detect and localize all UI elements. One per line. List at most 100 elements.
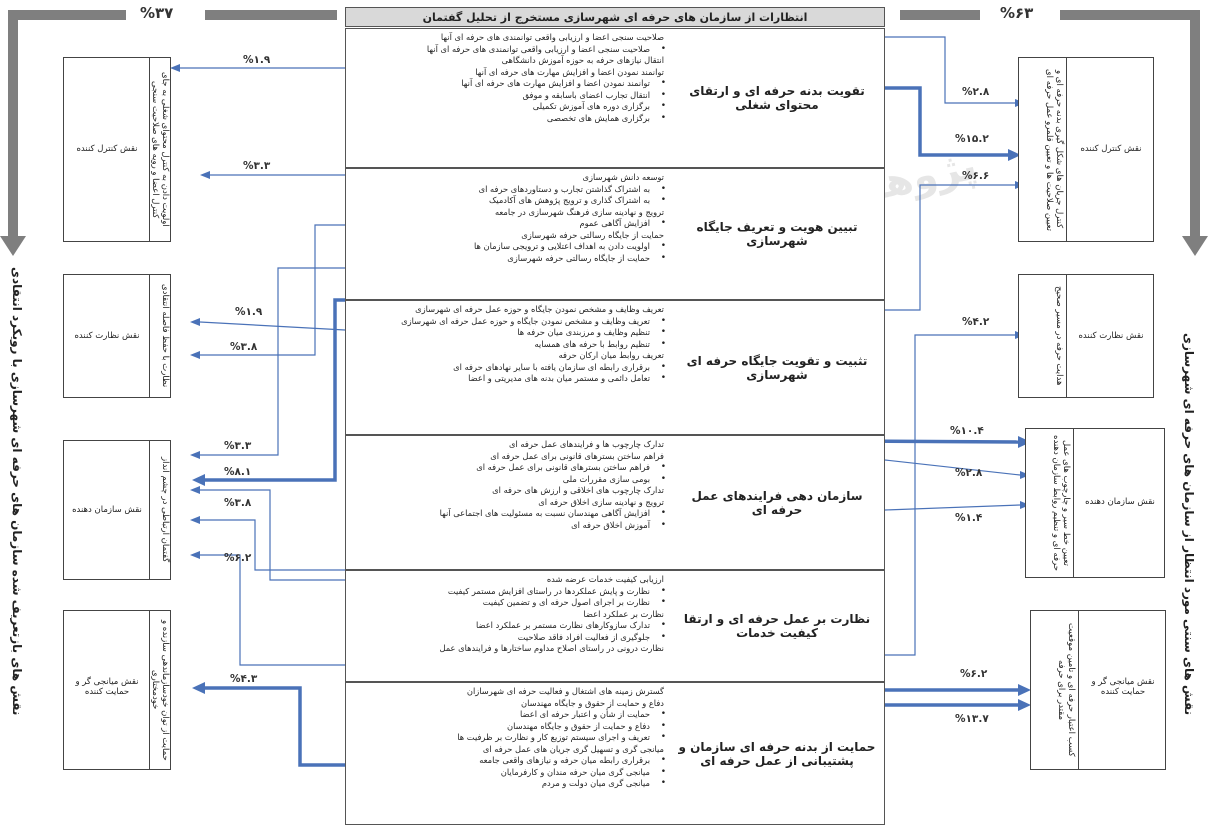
left-pct: %۳.۳ — [243, 160, 271, 172]
section-title: سازمان دهی فرایندهای عمل حرفه ای — [691, 488, 863, 517]
right-pct: %۱۰.۴ — [950, 425, 984, 437]
right-role-desc: کسب اعتبار حرفه ای و تامین موقعیت مقتدر … — [1031, 611, 1079, 769]
top-left-bar — [8, 10, 126, 20]
left-role-controller: اولویت دادن به کنترل محتوای شغلی به جای … — [63, 57, 171, 242]
right-role-supervisor: هدایت حرفه در مسیر صحیح نقش نظارت کننده — [1018, 274, 1154, 398]
sub-item: برقراری رابطه میان حرفه و نیازهای واقعی … — [346, 755, 666, 767]
left-pct: %۳.۸ — [224, 497, 252, 509]
main-item: تدارک چارچوب های اخلاقی و ارزش های حرفه … — [492, 485, 664, 495]
main-item: تدارک چارچوب ها و فرایندهای عمل حرفه ای — [508, 439, 664, 449]
sub-item: به اشتراک گذاشتن تجارب و دستاوردهای حرفه… — [346, 184, 666, 196]
left-role-organizer: گفتمان ارتباطی در چشم انداز نقش سازمان د… — [63, 440, 171, 580]
section-title: تثبیت و تقویت جایگاه حرفه ای شهرسازی — [686, 353, 868, 382]
left-pct: %۶.۲ — [224, 552, 252, 564]
expectation-section: صلاحیت سنجی اعضا و ارزیابی واقعی توانمند… — [345, 28, 885, 168]
right-pct: %۶.۶ — [962, 170, 990, 182]
sub-item: برگزاری دوره های آموزش تکمیلی — [346, 101, 666, 113]
top-right-bar-2 — [1060, 10, 1200, 20]
expectation-section: گسترش زمینه های اشتغال و فعالیت حرفه ای … — [345, 682, 885, 825]
sub-item: افزایش آگاهی عموم — [346, 218, 666, 230]
left-role-desc: اولویت دادن به کنترل محتوای شغلی به جای … — [149, 58, 172, 241]
right-role-desc: هدایت حرفه در مسیر صحیح — [1019, 275, 1067, 397]
right-role-desc: تعیین خط سیر و چارچوب های عمل حرفه ای و … — [1026, 429, 1074, 577]
main-item: توسعه دانش شهرسازی — [582, 172, 665, 182]
sub-item: تنظیم روابط با حرفه های همسایه — [346, 339, 666, 351]
left-role-supervisor: نظارت با حفظ فاصله انتقادی نقش نظارت کنن… — [63, 274, 171, 398]
section-title: نظارت بر عمل حرفه ای و ارتقا کیفیت خدمات — [683, 612, 871, 640]
left-side-label: نقش های بازتعریف شده سازمان های حرفه ای … — [10, 266, 24, 715]
left-role-name: نقش سازمان دهنده — [72, 505, 142, 515]
section-items: گسترش زمینه های اشتغال و فعالیت حرفه ای … — [346, 683, 668, 824]
section-title: تبیین هویت و تعریف جایگاه شهرسازی — [696, 220, 858, 248]
main-item: گسترش زمینه های اشتغال و فعالیت حرفه ای … — [466, 686, 664, 696]
sub-item: اولویت دادن به اهداف اعتلایی و ترویجی سا… — [346, 241, 666, 253]
left-role-name: نقش کنترل کننده — [76, 144, 138, 154]
sub-item: فراهم ساختن بسترهای قانونی برای عمل حرفه… — [346, 462, 666, 474]
section-items: ارزیابی کیفیت خدمات عرضه شده نظارت و پایش… — [346, 571, 668, 681]
main-item: نظارت درونی در راستای اصلاح مداوم ساختار… — [439, 643, 664, 653]
expectation-section: ارزیابی کیفیت خدمات عرضه شده نظارت و پایش… — [345, 570, 885, 682]
sub-item: میانجی گری میان دولت و مردم — [346, 778, 666, 790]
sub-item: نظارت و پایش عملکردها در راستای افزایش م… — [346, 586, 666, 598]
left-role-desc: حمایت از توان خودسازماندهی سازنده و خودم… — [149, 611, 172, 769]
sub-item: میانجی گری میان حرفه مندان و کارفرمایان — [346, 767, 666, 779]
top-right-percent: %۶۳ — [1000, 4, 1034, 22]
sub-item: به اشتراک گذاری و ترویج پژوهش های آکادمی… — [346, 195, 666, 207]
sub-item: نظارت بر اجرای اصول حرفه ای و تضمین کیفی… — [346, 597, 666, 609]
expectation-section: تعریف وظایف و مشخص نمودن جایگاه و حوزه ع… — [345, 300, 885, 435]
main-item: ارزیابی کیفیت خدمات عرضه شده — [546, 574, 664, 584]
right-role-name: نقش نظارت کننده — [1078, 331, 1144, 341]
sub-item: آموزش اخلاق حرفه ای — [346, 520, 666, 532]
section-items: صلاحیت سنجی اعضا و ارزیابی واقعی توانمند… — [346, 29, 668, 167]
section-title: حمایت از بدنه حرفه ای سازمان و پشتیبانی … — [678, 739, 876, 768]
main-item: نظارت بر عملکرد اعضا — [583, 608, 664, 619]
main-item: حمایت از جایگاه رسالتی حرفه شهرسازی — [521, 229, 664, 240]
top-left-bar-2 — [205, 10, 337, 20]
main-item: انتقال نیازهای حرفه به حوزه آموزش دانشگا… — [501, 55, 664, 65]
sub-item: دفاع و حمایت از حقوق و جایگاه مهندسان — [346, 721, 666, 733]
sub-item: انتقال تجارب اعضای باسابقه و موفق — [346, 90, 666, 102]
sub-item: بومی سازی مقررات ملی — [346, 474, 666, 486]
right-pct: %۶.۲ — [960, 668, 988, 680]
section-title: تقویت بدنه حرفه ای و ارتقای محتوای شغلی — [689, 84, 865, 112]
sub-item: تنظیم وظایف و مرزبندی میان حرفه ها — [346, 327, 666, 339]
left-pct: %۳.۸ — [230, 341, 258, 353]
main-item: ترویج و نهادینه سازی فرهنگ شهرسازی در جا… — [494, 206, 664, 217]
right-pct: %۲.۸ — [962, 86, 990, 98]
left-role-name: نقش نظارت کننده — [74, 331, 140, 341]
main-item: تعریف روابط میان ارکان حرفه — [558, 350, 664, 360]
main-item: فراهم ساختن بسترهای قانونی برای عمل حرفه… — [490, 450, 664, 461]
right-role-name: نقش کنترل کننده — [1080, 144, 1142, 154]
left-role-mediator: حمایت از توان خودسازماندهی سازنده و خودم… — [63, 610, 171, 770]
sub-item: تعریف و اجرای سیستم توزیع کار و نظارت بر… — [346, 732, 666, 744]
right-role-name: نقش میانجی گر و حمایت کننده — [1091, 677, 1155, 697]
right-pct: %۲.۸ — [955, 467, 983, 479]
right-pct: %۴.۲ — [962, 316, 990, 328]
top-left-percent: %۳۷ — [140, 4, 174, 22]
left-pct: %۴.۳ — [230, 673, 258, 685]
main-item: ترویج و نهادینه سازی اخلاق حرفه ای — [538, 496, 664, 507]
main-item: صلاحیت سنجی اعضا و ارزیابی واقعی توانمند… — [440, 32, 664, 42]
sub-item: برگزاری همایش های تخصصی — [346, 113, 666, 125]
sub-item: تعامل دائمی و مستمر میان بدنه های مدیریت… — [346, 373, 666, 385]
right-role-controller: کنترل جریان های شکل گیری بدنه حرفه ای و … — [1018, 57, 1154, 242]
top-right-bar — [900, 10, 980, 20]
main-item: میانجی گری و تسهیل گری جریان های عمل حرف… — [482, 743, 664, 754]
expectation-section: توسعه دانش شهرسازی به اشتراک گذاشتن تجارب… — [345, 168, 885, 300]
left-role-name: نقش میانجی گر و حمایت کننده — [75, 677, 139, 697]
sub-item: حمایت از جایگاه رسالتی حرفه شهرسازی — [346, 253, 666, 265]
section-items: توسعه دانش شهرسازی به اشتراک گذاشتن تجارب… — [346, 169, 668, 299]
sub-item: برقراری رابطه ای سازمان یافته با سایر نه… — [346, 362, 666, 374]
right-pct: %۱۵.۲ — [955, 133, 989, 145]
main-item: دفاع و حمایت از حقوق و جایگاه مهندسان — [520, 697, 664, 708]
left-role-desc: گفتمان ارتباطی در چشم انداز — [149, 441, 172, 579]
left-pct: %۱.۹ — [235, 306, 263, 318]
sub-item: حمایت از شأن و اعتبار حرفه ای اعضا — [346, 709, 666, 721]
right-role-name: نقش سازمان دهنده — [1085, 497, 1155, 507]
right-pct: %۱۳.۷ — [955, 713, 989, 725]
left-pct: %۸.۱ — [224, 466, 252, 478]
right-role-desc: کنترل جریان های شکل گیری بدنه حرفه ای و … — [1019, 58, 1067, 241]
sub-item: افزایش آگاهی مهندسان نسبت به مسئولیت های… — [346, 508, 666, 520]
